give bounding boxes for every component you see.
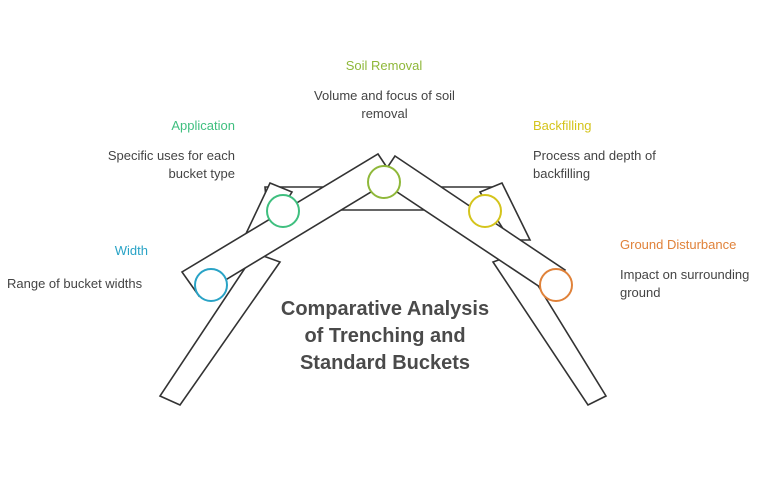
backfilling-description: Process and depth of backfilling: [533, 148, 656, 181]
soil-removal-description: Volume and focus of soil removal: [314, 88, 455, 121]
left-outer-leg: [158, 252, 282, 407]
width-description: Range of bucket widths: [7, 276, 143, 291]
ground-disturbance-node-icon: [539, 268, 573, 302]
application-description: Specific uses for each bucket type: [107, 148, 235, 181]
soil-removal-node-icon: [367, 165, 401, 199]
width-node-icon: [194, 268, 228, 302]
backfilling-label: Backfilling: [533, 118, 592, 133]
soil-removal-label: Soil Removal: [345, 58, 423, 73]
width-label: Width: [114, 243, 148, 258]
ground-disturbance-label: Ground Disturbance: [620, 237, 737, 252]
application-label: Application: [171, 118, 235, 133]
ground-disturbance-description: Impact on surrounding ground: [620, 267, 750, 300]
backfilling-node-icon: [468, 194, 502, 228]
diagram-title: Comparative Analysis of Trenching and St…: [280, 298, 490, 374]
application-node-icon: [266, 194, 300, 228]
